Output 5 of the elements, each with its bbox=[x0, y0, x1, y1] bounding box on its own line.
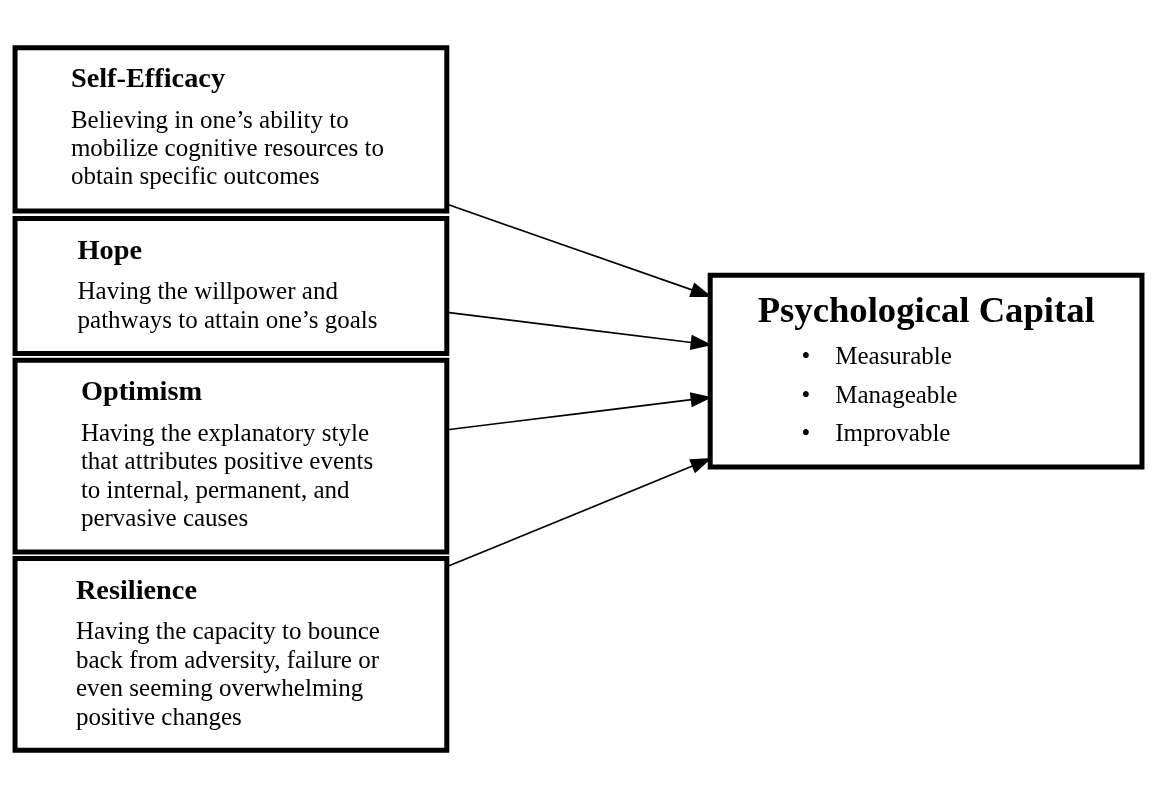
node-box: Optimism Having the explanatory style that attributes positive events to internal, permanent, and pervasive causes bbox=[12, 357, 450, 555]
node-box: Psychological Capital • Measurable • Manageable • Improvable bbox=[707, 272, 1145, 470]
node-box: Self-Efficacy Believing in one’s ability to mobilize cognitive resources to obtain specific outcomes bbox=[12, 45, 450, 214]
node-box: Hope Having the willpower and pathways to attain one’s goals bbox=[12, 216, 450, 357]
node-box: Resilience Having the capacity to bounce back from adversity, failure or even seeming overwhelming positive changes bbox=[12, 556, 450, 753]
